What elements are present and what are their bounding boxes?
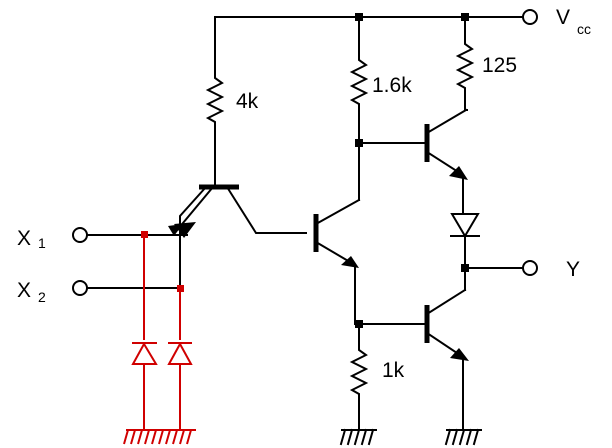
clamp-diode-x2	[167, 341, 193, 365]
input-x1-terminal[interactable]	[72, 227, 88, 243]
junction-output	[461, 264, 469, 272]
resistor-125	[455, 16, 475, 111]
pull-up-transistor	[358, 108, 468, 213]
junction-vcc-125	[461, 13, 469, 21]
vcc-terminal[interactable]	[522, 9, 538, 25]
input-x1-subscript: 1	[38, 235, 46, 251]
input-clamp-diodes	[123, 231, 196, 445]
resistor-1-6k-label: 1.6k	[372, 74, 412, 97]
clamp-junction-x1	[141, 231, 148, 238]
output-y-terminal[interactable]	[522, 260, 538, 276]
pull-down-emitter-arrow	[450, 348, 469, 361]
resistor-1k	[349, 323, 369, 431]
clamp-diode-x1	[131, 341, 158, 365]
phase-splitter-transistor	[313, 198, 361, 325]
clamp-ground-hatch	[123, 429, 192, 445]
input-x2-label: X	[17, 279, 31, 302]
pull-up-emitter-arrow	[449, 166, 468, 180]
junction-vcc-1-6k	[355, 13, 363, 21]
phase-splitter-emitter-arrow	[341, 256, 359, 268]
output-diode	[450, 213, 480, 291]
input-x2-terminal[interactable]	[72, 280, 88, 296]
pull-down-ground	[444, 428, 482, 446]
resistor-1k-ground	[339, 428, 377, 446]
output-y-label: Y	[566, 258, 580, 281]
resistor-1-6k	[349, 16, 369, 201]
resistor-4k	[205, 16, 225, 188]
pull-down-transistor	[358, 288, 469, 431]
input-multi-emitter-transistor	[168, 184, 307, 289]
junction-q3-base	[355, 139, 363, 147]
vcc-label: V	[556, 6, 570, 29]
resistor-4k-label: 4k	[236, 90, 259, 113]
resistor-1k-label: 1k	[382, 359, 405, 382]
emitter-2-arrow	[168, 224, 183, 236]
vcc-subscript: cc	[577, 21, 591, 37]
resistor-125-label: 125	[482, 54, 517, 77]
input-x2-subscript: 2	[38, 289, 46, 305]
input-x1-label: X	[17, 227, 31, 250]
junction-q4-base	[355, 320, 363, 328]
